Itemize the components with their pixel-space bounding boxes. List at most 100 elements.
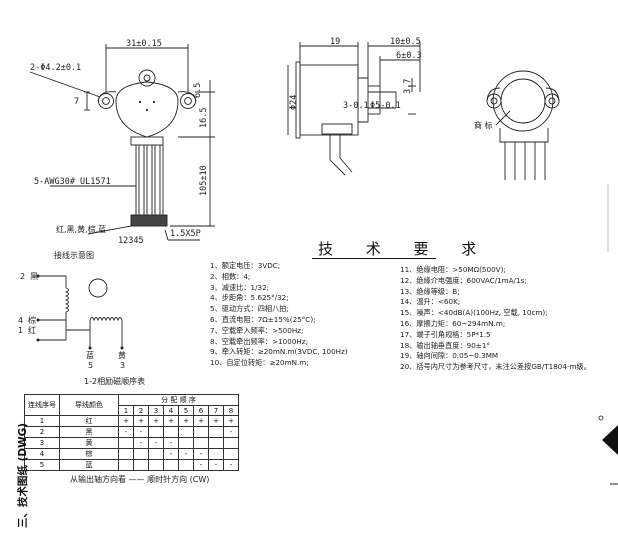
row-cell: - [148, 437, 164, 449]
row-cell [148, 426, 164, 438]
req-4: 4、步距角：5.625°/32; [210, 293, 289, 303]
row-cell: - [163, 448, 179, 460]
row-cell: + [148, 415, 164, 427]
row-color: 红 [59, 415, 119, 427]
req-12: 12、绝缘介电强度：600VAC/1mA/1s; [400, 275, 527, 285]
wiring-title: 接线示意图 [54, 250, 94, 260]
req-1: 1、额定电压：3VDC; [210, 261, 281, 270]
side-dim-19: 19 [330, 37, 340, 47]
row-color: 黄 [59, 437, 119, 449]
label-plate-view [486, 70, 560, 180]
req-20: 20、括号内尺寸为参考尺寸，未注公差按GB/T1804-m级。 [400, 362, 591, 372]
row-cell: + [193, 415, 209, 427]
row-cell [118, 459, 134, 471]
wire-spec: 5-AWG30# UL1571 [34, 177, 111, 187]
header-wire-color: 导线颜色 [59, 394, 119, 416]
row-color: 棕 [59, 448, 119, 460]
step-header-4: 4 [163, 405, 179, 416]
req-11: 11、绝缘电阻：>50MΩ(500V); [400, 265, 506, 274]
step-header-6: 6 [193, 405, 209, 416]
requirements-title: 技 术 要 求 [318, 240, 491, 258]
row-cell: - [133, 437, 149, 449]
label-blue: 蓝 [86, 350, 94, 360]
requirements-left-list: 1、额定电压：3VDC; 2、相数：4; 3、减速比：1/32; 4、步距角：5… [210, 261, 348, 369]
row-cell [223, 437, 239, 449]
row-cell [208, 437, 224, 449]
row-cell [148, 448, 164, 460]
row-cell: + [178, 415, 194, 427]
side-section-label: 三、技术图纸 (DWG) [17, 422, 30, 529]
label-brown: 棕 [28, 315, 36, 325]
row-color: 蓝 [59, 459, 119, 471]
dim-hole: 2-Φ4.2±0.1 [30, 63, 81, 73]
dim-width: 31±0.15 [126, 39, 162, 49]
label-4: 4 [18, 316, 23, 325]
req-17: 17、端子引角规格：5P*1.5 [400, 329, 491, 339]
row-cell [178, 459, 194, 471]
side-dim-3: 3-0.1 [343, 101, 369, 111]
req-19: 19、轴向间隙：0.05~0.3MM [400, 351, 499, 361]
row-cell [178, 426, 194, 438]
dim-6-5: 6.5 [193, 83, 203, 98]
side-dim-3-7: 3.7 [403, 79, 413, 94]
req-10: 10、自定位转矩：≥20mN.m; [210, 358, 309, 368]
side-view-motor [295, 61, 397, 176]
row-cell: - [133, 426, 149, 438]
side-dim-10: 10±0.5 [390, 37, 421, 47]
label-yellow: 黄 [118, 350, 126, 360]
dim-7: 7 [74, 97, 79, 107]
row-cell: + [223, 415, 239, 427]
row-cell: + [163, 415, 179, 427]
row-cell [193, 426, 209, 438]
row-cell: - [193, 448, 209, 460]
req-7: 7、空载牵入频率：>500Hz; [210, 325, 304, 335]
req-5: 5、驱动方式：四相八拍; [210, 304, 289, 314]
step-header-5: 5 [178, 405, 194, 416]
req-15: 15、噪声：<40dB(A)(100Hz, 空载, 10cm); [400, 308, 548, 318]
table-header-row: 连线序号 导线颜色 分 配 顺 序 [24, 394, 239, 416]
row-cell: - [223, 459, 239, 471]
row-cell [193, 437, 209, 449]
row-cell [163, 459, 179, 471]
row-cell: - [178, 448, 194, 460]
req-8: 8、空载牵出频率：>1000Hz; [210, 336, 308, 346]
row-cell [133, 448, 149, 460]
label-1: 1 [18, 326, 23, 335]
req-18: 18、输出轴垂直度：90±1° [400, 340, 490, 350]
row-cell: + [208, 415, 224, 427]
row-cell: - [118, 426, 134, 438]
row-color: 黑 [59, 426, 119, 438]
sequence-caption: 1-2相励磁顺序表 [84, 376, 145, 386]
req-3: 3、减速比：1/32; [210, 282, 270, 292]
req-16: 16、摩擦力矩：60~294mN.m; [400, 318, 506, 328]
side-dim-dia24: Φ24 [289, 95, 299, 110]
requirements-title-underline [312, 258, 436, 259]
row-cell: - [208, 459, 224, 471]
step-header-3: 3 [148, 405, 164, 416]
sequence-direction: 从输出轴方向看 —— 顺时针方向 (CW) [70, 474, 209, 484]
label-2: 2 [20, 272, 25, 281]
front-view-motor [97, 69, 197, 146]
step-header-1: 1 [118, 405, 134, 416]
dim-16-5: 16.5 [199, 108, 209, 128]
header-order: 分 配 顺 序 [118, 394, 239, 406]
row-cell [208, 426, 224, 438]
row-cell: - [163, 437, 179, 449]
row-cell [118, 448, 134, 460]
wire-colors: 红,黑,黄,棕,蓝 [56, 224, 106, 234]
requirements-right-list: 11、绝缘电阻：>50MΩ(500V); 12、绝缘介电强度：600VAC/1m… [400, 265, 591, 373]
row-cell [163, 426, 179, 438]
req-6: 6、直流电阻：7Ω±15%(25°C); [210, 314, 316, 324]
label-5: 5 [88, 361, 93, 370]
row-cell: + [133, 415, 149, 427]
connector-spec: 1.5X5P [170, 229, 201, 239]
row-cell [178, 437, 194, 449]
row-cell [133, 459, 149, 471]
row-cell [118, 437, 134, 449]
